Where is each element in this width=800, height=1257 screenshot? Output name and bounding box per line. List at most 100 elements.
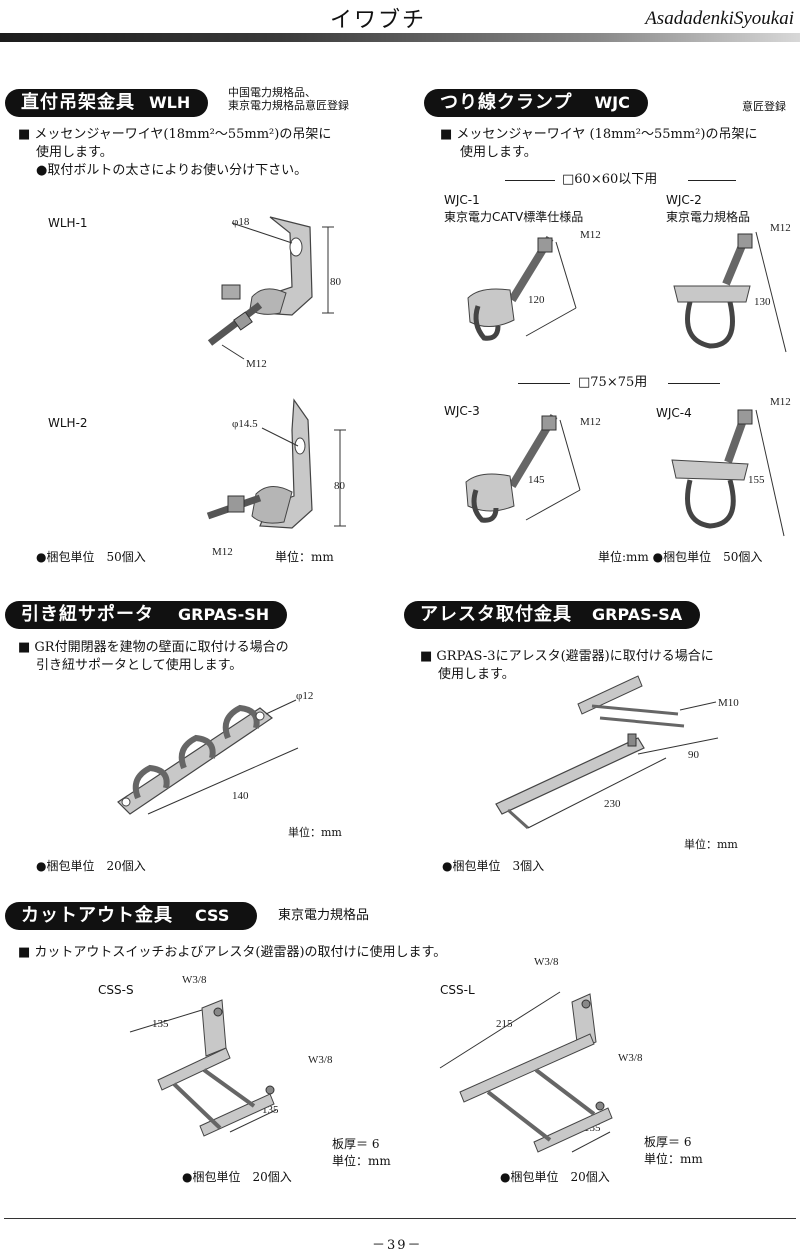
grpas-sh-illustration xyxy=(117,699,299,815)
dim-230: 230 xyxy=(604,798,621,810)
css-note: 東京電力規格品 xyxy=(278,908,370,923)
section-code: WJC xyxy=(594,93,630,112)
header-bar xyxy=(0,33,800,42)
dim-bolt: M12 xyxy=(580,229,601,241)
wjc3-illustration xyxy=(465,413,581,523)
css-s-illustration xyxy=(129,999,277,1137)
grpas-sa-description: ■ GRPAS-3にアレスタ(避雷器)に取付ける場合に 使用します。 xyxy=(420,648,714,684)
group-heading: □75×75用 xyxy=(578,375,648,390)
wjc2-label: WJC-2 東京電力規格品 xyxy=(666,192,750,226)
grpas-sa-illustration xyxy=(495,675,719,830)
wlh-description: ■ メッセンジャーワイヤ(18mm²～55mm²)の吊架に 使用します。 ●取付… xyxy=(18,126,331,180)
footer-rule xyxy=(4,1218,796,1219)
product-label: WJC-3 xyxy=(444,404,480,418)
wjc1-label: WJC-1 東京電力CATV標準仕様品 xyxy=(444,192,583,226)
section-code: GRPAS-SH xyxy=(178,605,270,624)
dim-height: 80 xyxy=(334,480,345,492)
brand-name: AsadadenkiSyoukai xyxy=(645,8,794,29)
section-title-grpas-sa: アレスタ取付金具 GRPAS-SA xyxy=(404,601,701,629)
desc-line: ■ メッセンジャーワイヤ (18mm²～55mm²)の吊架に xyxy=(440,127,758,142)
desc-line: 引き紐サポータとして使用します。 xyxy=(36,658,243,673)
dim-bolt: M12 xyxy=(212,546,233,558)
thickness: 板厚＝ 6 xyxy=(332,1137,380,1151)
dim-length: 130 xyxy=(754,296,771,308)
dim-a: 215 xyxy=(496,1018,513,1030)
desc-line: 使用します。 xyxy=(460,145,537,160)
packing-unit: ●梱包単位 20個入 xyxy=(500,1170,610,1184)
note-line: 中国電力規格品、 xyxy=(228,86,316,99)
section-name: 直付吊架金具 xyxy=(21,92,135,113)
dim-height: 80 xyxy=(330,276,341,288)
group-rule xyxy=(505,180,555,181)
product-sub-label: 東京電力規格品 xyxy=(666,210,751,224)
section-title-css: カットアウト金具 CSS xyxy=(5,902,258,930)
desc-line: ■ GRPAS-3にアレスタ(避雷器)に取付ける場合に xyxy=(420,649,714,664)
wlh2-illustration xyxy=(206,398,346,529)
section-name: カットアウト金具 xyxy=(21,905,173,926)
dim-length: 140 xyxy=(232,790,249,802)
dim-length: 145 xyxy=(528,474,545,486)
section-code: CSS xyxy=(195,906,230,925)
group-rule xyxy=(518,383,570,384)
product-sub-label: 東京電力CATV標準仕様品 xyxy=(444,210,584,224)
wjc-description: ■ メッセンジャーワイヤ (18mm²～55mm²)の吊架に 使用します。 xyxy=(440,126,757,162)
dim-bolt: M12 xyxy=(770,222,791,234)
product-label: WJC-4 xyxy=(656,406,692,420)
css-s-specs: 板厚＝ 6 単位：mm xyxy=(332,1136,391,1170)
wjc4-illustration xyxy=(671,409,785,537)
product-label: WJC-2 xyxy=(666,193,702,207)
grpas-sh-description: ■ GR付開閉器を建物の壁面に取付ける場合の 引き紐サポータとして使用します。 xyxy=(18,639,289,675)
wjc-note: 意匠登録 xyxy=(742,100,786,113)
product-label: CSS-L xyxy=(440,983,475,997)
page-number: －39－ xyxy=(372,1238,423,1253)
dim-bolt: M12 xyxy=(770,396,791,408)
unit-note: 単位：mm xyxy=(332,1154,391,1168)
dim-hole: φ14.5 xyxy=(232,418,258,430)
desc-line: 使用します。 xyxy=(36,145,113,160)
product-label: CSS-S xyxy=(98,983,134,997)
unit-note: 単位：mm xyxy=(684,838,738,851)
section-title-grpas-sh: 引き紐サポータ GRPAS-SH xyxy=(5,601,288,629)
dim-hole: φ12 xyxy=(296,690,314,702)
unit-note: 単位：mm xyxy=(644,1152,703,1166)
dim-length: 155 xyxy=(748,474,765,486)
wjc-footer: 単位:mm ●梱包単位 50個入 xyxy=(598,550,763,564)
packing-unit: ●梱包単位 50個入 xyxy=(36,550,146,564)
group-rule xyxy=(688,180,736,181)
packing-unit: ●梱包単位 3個入 xyxy=(442,859,545,873)
dim-w2: W3/8 xyxy=(618,1052,643,1064)
dim-w1: W3/8 xyxy=(182,974,207,986)
unit-note: 単位：mm xyxy=(275,550,334,564)
product-label: WLH-2 xyxy=(48,416,88,430)
css-l-specs: 板厚＝ 6 単位：mm xyxy=(644,1134,703,1168)
desc-line: ■ GR付開閉器を建物の壁面に取付ける場合の xyxy=(18,640,289,655)
product-label: WJC-1 xyxy=(444,193,480,207)
section-code: GRPAS-SA xyxy=(592,605,683,624)
dim-length: 120 xyxy=(528,294,545,306)
group-heading: □60×60以下用 xyxy=(562,172,658,187)
wjc2-illustration xyxy=(673,231,787,353)
packing-unit: ●梱包単位 20個入 xyxy=(182,1170,292,1184)
page-title: イワブチ xyxy=(330,8,427,33)
wjc1-illustration xyxy=(467,235,577,341)
dim-90: 90 xyxy=(688,749,699,761)
dim-w2: W3/8 xyxy=(308,1054,333,1066)
wlh1-illustration xyxy=(207,216,334,360)
dim-bolt: M10 xyxy=(718,697,739,709)
note-line: 東京電力規格品意匠登録 xyxy=(228,99,349,112)
css-l-illustration xyxy=(439,991,613,1153)
section-name: アレスタ取付金具 xyxy=(420,604,572,625)
dim-bolt: M12 xyxy=(246,358,267,370)
dim-hole: φ18 xyxy=(232,216,250,228)
desc-line: ●取付ボルトの太さによりお使い分け下さい。 xyxy=(36,163,308,178)
thickness: 板厚＝ 6 xyxy=(644,1135,692,1149)
wlh-note: 中国電力規格品、 東京電力規格品意匠登録 xyxy=(228,86,349,112)
product-label: WLH-1 xyxy=(48,216,88,230)
packing-unit: ●梱包単位 20個入 xyxy=(36,859,146,873)
css-description: ■ カットアウトスイッチおよびアレスタ(避雷器)の取付けに使用します。 xyxy=(18,945,447,960)
section-name: 引き紐サポータ xyxy=(21,604,154,625)
desc-line: ■ メッセンジャーワイヤ(18mm²～55mm²)の吊架に xyxy=(18,127,332,142)
group-rule xyxy=(668,383,720,384)
